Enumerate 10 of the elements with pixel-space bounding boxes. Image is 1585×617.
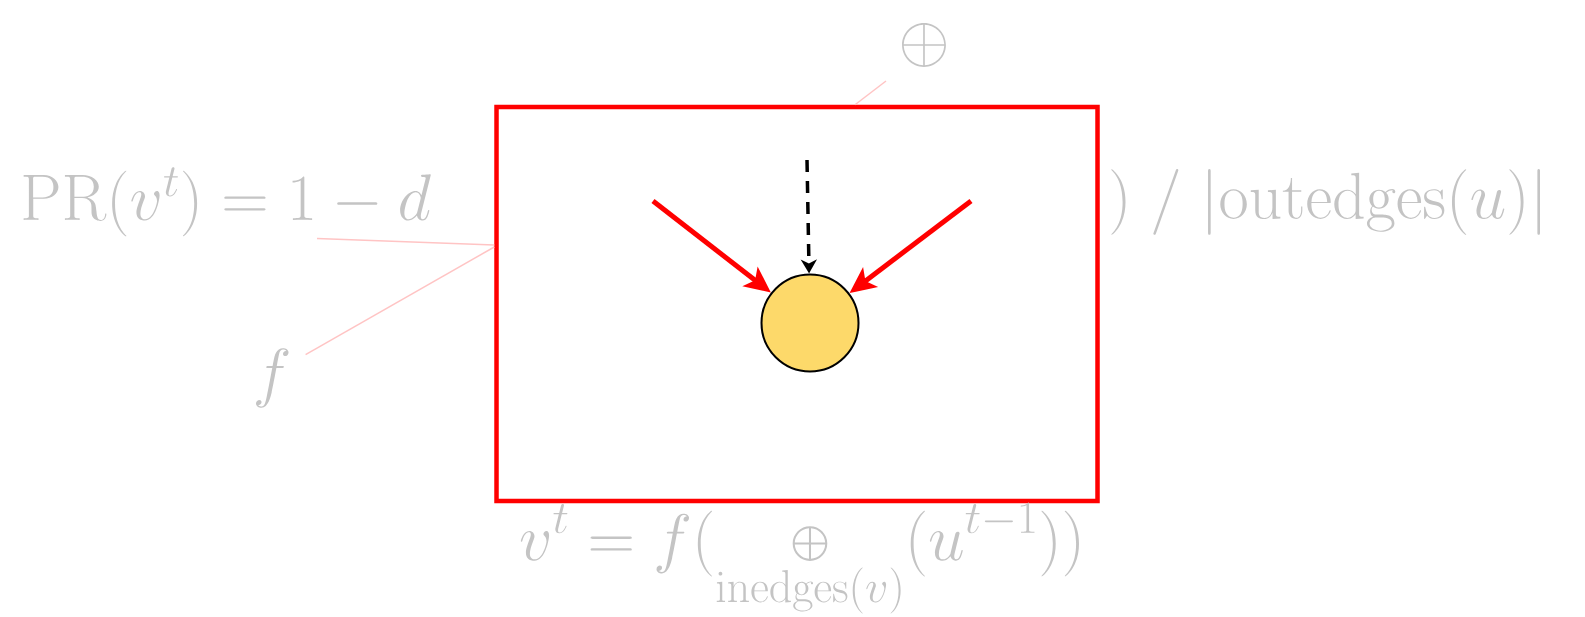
formula-text: $) \ / \ |\mathrm{outedges}(u)|$	[1111, 169, 1540, 235]
leader-line	[316, 237, 495, 246]
frame-box	[494, 104, 1100, 504]
leader-line	[304, 246, 495, 356]
formula-text: $\oplus$	[902, 23, 946, 67]
formula-text: $v^t = f(\bigoplus_{\mathrm{inedges}(v)} (u^{t-1}))$	[520, 502, 1079, 614]
formula-text: $f$	[256, 348, 289, 408]
leader-line	[854, 80, 887, 106]
circle-node	[760, 273, 860, 373]
formula-text: $\mathrm{PR}(v^t) = 1 - d$	[23, 167, 431, 237]
